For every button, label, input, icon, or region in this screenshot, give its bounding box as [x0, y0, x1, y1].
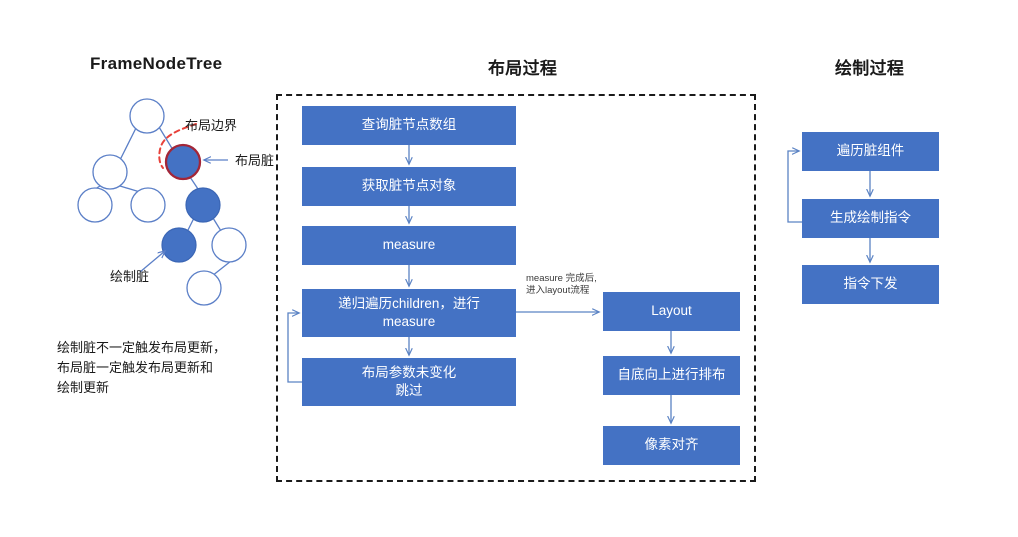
tree-node-left-2a — [77, 187, 113, 223]
tree-label-layout-dirty: 布局脏 — [235, 153, 275, 168]
tree-node-draw-dirty-r3a — [161, 227, 197, 263]
flow-box-bottom-up-place[interactable]: 自底向上进行排布 — [603, 356, 740, 395]
flow-box-layout[interactable]: Layout — [603, 292, 740, 331]
flow-box-pixel-align[interactable]: 像素对齐 — [603, 426, 740, 465]
tree-edges — [94, 126, 232, 277]
page-title-frame-node-tree: FrameNodeTree — [90, 54, 223, 73]
tree-node-right-3b — [211, 227, 247, 263]
tree-node-left-1 — [92, 154, 128, 190]
flow-box-recursive-measure[interactable]: 递归遍历children，进行 measure — [302, 289, 516, 337]
flow-box-skip-unchanged-params[interactable]: 布局参数未变化 跳过 — [302, 358, 516, 406]
tree-node-root — [129, 98, 165, 134]
flow-box-dispatch-commands[interactable]: 指令下发 — [802, 265, 939, 304]
draw-loop-back-arrow — [787, 151, 802, 223]
flow-box-traverse-dirty-components[interactable]: 遍历脏组件 — [802, 132, 939, 171]
tree-node-right-4 — [186, 270, 222, 306]
legend-note: 绘制脏不一定触发布局更新， 布局脏一定触发布局更新和 绘制更新 — [57, 340, 227, 396]
tree-node-left-2b — [130, 187, 166, 223]
annotation-measure-to-layout: measure 完成后, 进入layout流程 — [526, 273, 597, 297]
tree-label-draw-dirty: 绘制脏 — [110, 269, 150, 284]
flow-box-get-dirty-node-object[interactable]: 获取脏节点对象 — [302, 167, 516, 206]
flow-box-query-dirty-node-array[interactable]: 查询脏节点数组 — [302, 106, 516, 145]
tree-node-draw-dirty-r2 — [185, 187, 221, 223]
page-title-layout-process: 布局过程 — [488, 59, 558, 78]
flow-box-generate-draw-commands[interactable]: 生成绘制指令 — [802, 199, 939, 238]
flow-box-measure[interactable]: measure — [302, 226, 516, 265]
tree-node-layout-dirty — [164, 143, 202, 181]
page-title-draw-process: 绘制过程 — [835, 59, 905, 78]
layout-process-region — [276, 94, 756, 482]
tree-label-layout-boundary: 布局边界 — [185, 118, 238, 133]
